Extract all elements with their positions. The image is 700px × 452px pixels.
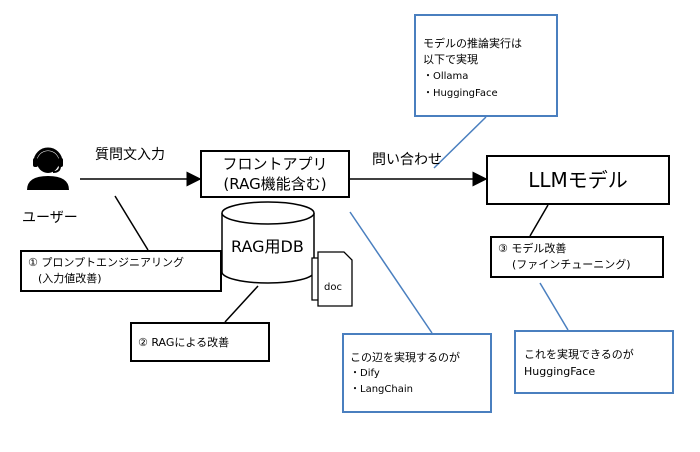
note-hf-line2: HuggingFace — [524, 365, 596, 378]
note-inference: モデルの推論実行は 以下で実現 ・Ollama ・HuggingFace — [414, 14, 558, 117]
note-inference-line1: モデルの推論実行は — [423, 37, 522, 50]
frontend-app-title: フロントアプリ — [222, 155, 328, 173]
note-prompt-title: ① プロンプトエンジニアリング — [28, 256, 185, 269]
note-rag-improvement: ② RAGによる改善 — [130, 322, 270, 362]
callout-line-rag — [224, 285, 259, 323]
user-headset-icon — [27, 147, 69, 190]
note-finetune-subtitle: (ファインチューニング) — [512, 258, 631, 271]
note-dify-item-langchain: ・LangChain — [350, 384, 413, 395]
note-dify-item-dify: ・Dify — [350, 368, 380, 379]
note-huggingface: これを実現できるのが HuggingFace — [514, 330, 674, 394]
note-hf-line1: これを実現できるのが — [524, 348, 634, 361]
note-prompt-engineering: ① プロンプトエンジニアリング (入力値改善) — [20, 250, 222, 292]
note-inference-line2: 以下で実現 — [423, 53, 478, 66]
note-finetuning: ③ モデル改善 (ファインチューニング) — [490, 236, 664, 278]
frontend-app-box: フロントアプリ (RAG機能含む) — [200, 150, 350, 198]
edge-label-query: 問い合わせ — [372, 152, 442, 168]
llm-model-label: LLMモデル — [528, 168, 628, 192]
user-label: ユーザー — [22, 210, 78, 226]
document-icon — [311, 251, 353, 307]
callout-line-dify — [349, 211, 433, 334]
note-rag-title: ② RAGによる改善 — [138, 336, 230, 349]
callout-line-inference — [433, 116, 487, 169]
doc-label: doc — [324, 282, 342, 293]
note-dify: この辺を実現するのが ・Dify ・LangChain — [342, 333, 492, 413]
callout-line-hf — [539, 282, 569, 331]
note-prompt-subtitle: (入力値改善) — [38, 272, 102, 285]
edge-label-input: 質問文入力 — [95, 147, 165, 163]
callout-line-prompt — [114, 195, 149, 251]
rag-db-cylinder — [221, 201, 315, 284]
note-finetune-title: ③ モデル改善 — [498, 242, 567, 255]
note-dify-line1: この辺を実現するのが — [350, 351, 460, 364]
note-inference-item-ollama: ・Ollama — [423, 71, 469, 82]
llm-model-box: LLMモデル — [486, 155, 670, 205]
note-inference-item-huggingface: ・HuggingFace — [423, 88, 498, 99]
rag-db-label: RAG用DB — [231, 237, 304, 256]
callout-line-finetune — [529, 204, 549, 237]
frontend-app-subtitle: (RAG機能含む) — [223, 175, 327, 193]
